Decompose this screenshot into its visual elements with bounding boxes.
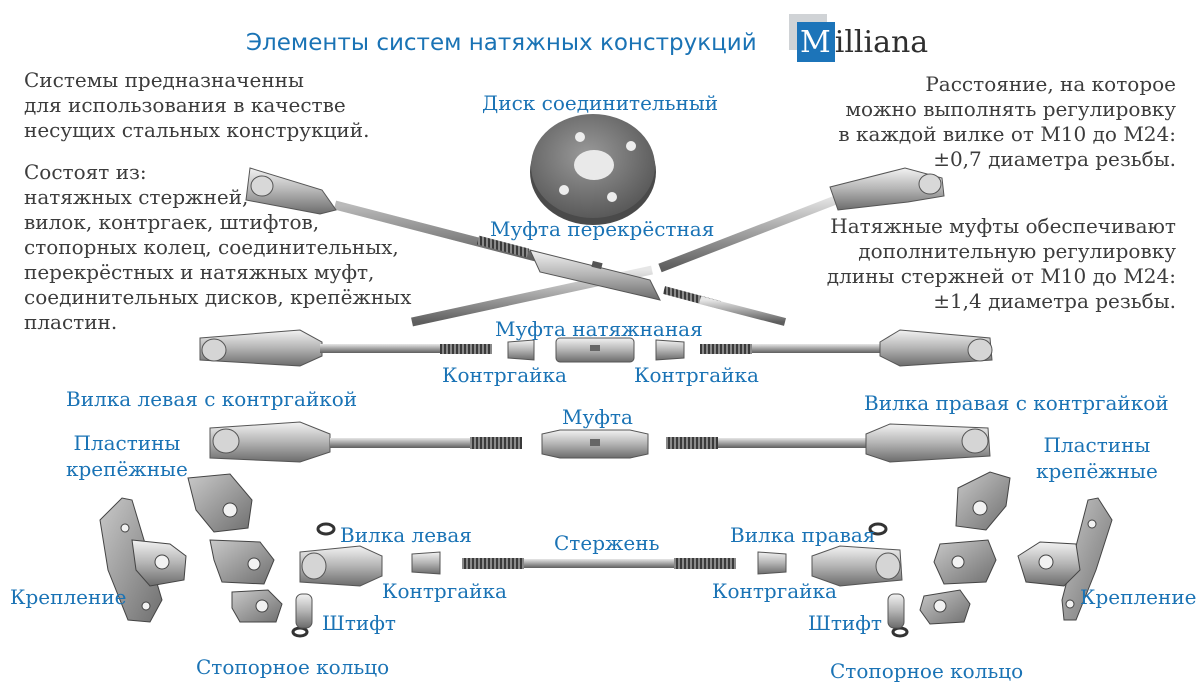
label-mount-left: Крепление [10, 585, 127, 609]
text-line: Пластины [73, 431, 181, 455]
label-plates-left: Пластины крепёжные [66, 430, 188, 482]
label-rod: Стержень [554, 531, 660, 555]
text-line: пластин. [24, 310, 118, 334]
text-line: Расстояние, на которое [925, 72, 1176, 96]
text-line: натяжных стержней, [24, 185, 249, 209]
text-line: Натяжные муфты обеспечивают [830, 214, 1176, 238]
text-line: можно выполнять регулировку [845, 97, 1176, 121]
row-coupling-assembly [209, 421, 991, 463]
text-line: ±0,7 диаметра резьбы. [933, 147, 1176, 171]
mounting-plates-left [187, 473, 283, 623]
logo-text: illiana [834, 25, 929, 60]
label-disk: Диск соединительный [482, 91, 719, 115]
text-line: Пластины [1043, 433, 1151, 457]
label-plates-right: Пластины крепёжные [1036, 432, 1158, 484]
cross-rod-left [245, 167, 542, 263]
mount-right-part [1017, 497, 1113, 621]
left-description-2: Состоят из: натяжных стержней, вилок, ко… [24, 160, 411, 335]
label-fork-right-locknut: Вилка правая с контргайкой [864, 391, 1169, 415]
text-line: длины стержней от М10 до М24: [826, 264, 1176, 288]
label-pin-right: Штифт [808, 611, 882, 635]
label-mount-right: Крепление [1080, 585, 1197, 609]
mount-left-part [99, 497, 187, 623]
label-ring-left: Стопорное кольцо [196, 655, 390, 679]
cross-coupling-part [529, 249, 661, 301]
label-locknut-right-top: Контргайка [634, 363, 759, 387]
row-exploded-assembly [291, 522, 909, 638]
text-line: несущих стальных конструкций. [24, 118, 370, 142]
text-line: вилок, контргаек, штифтов, [24, 210, 320, 234]
label-pin-left: Штифт [322, 611, 396, 635]
page-title: Элементы систем натяжных конструкций [246, 30, 757, 56]
right-description-2: Натяжные муфты обеспечивают дополнительн… [827, 214, 1176, 314]
label-ring-right: Стопорное кольцо [830, 659, 1024, 683]
label-fork-right: Вилка правая [730, 523, 876, 547]
label-tension-coupling: Муфта натяжнаная [495, 317, 703, 341]
text-line: дополнительную регулировку [858, 239, 1176, 263]
logo-letter: M [800, 25, 831, 60]
label-locknut-right-bottom: Контргайка [712, 579, 837, 603]
label-locknut-left-top: Контргайка [442, 363, 567, 387]
right-description-1: Расстояние, на которое можно выполнять р… [838, 72, 1176, 172]
label-fork-left: Вилка левая [340, 523, 472, 547]
text-line: Состоят из: [24, 160, 147, 184]
text-line: стопорных колец, соединительных, [24, 235, 399, 259]
logo-mark [789, 14, 835, 62]
label-cross-coupling: Муфта перекрёстная [490, 217, 715, 241]
text-line: соединительных дисков, крепёжных [24, 285, 412, 309]
text-line: ±1,4 диаметра резьбы. [933, 289, 1176, 313]
label-fork-left-locknut: Вилка левая с контргайкой [66, 387, 358, 411]
text-line: в каждой вилке от М10 до М24: [838, 122, 1176, 146]
text-line: для использования в качестве [24, 93, 346, 117]
left-description-1: Системы предназначенны для использования… [24, 68, 369, 143]
label-coupling: Муфта [562, 405, 633, 429]
label-locknut-left-bottom: Контргайка [382, 579, 507, 603]
connecting-disk [530, 114, 656, 225]
text-line: крепёжные [1036, 459, 1158, 483]
text-line: крепёжные [66, 457, 188, 481]
text-line: перекрёстных и натяжных муфт, [24, 260, 375, 284]
text-line: Системы предназначенны [24, 68, 304, 92]
row-tension-assembly [199, 329, 993, 367]
mounting-plates-right [919, 471, 1011, 625]
